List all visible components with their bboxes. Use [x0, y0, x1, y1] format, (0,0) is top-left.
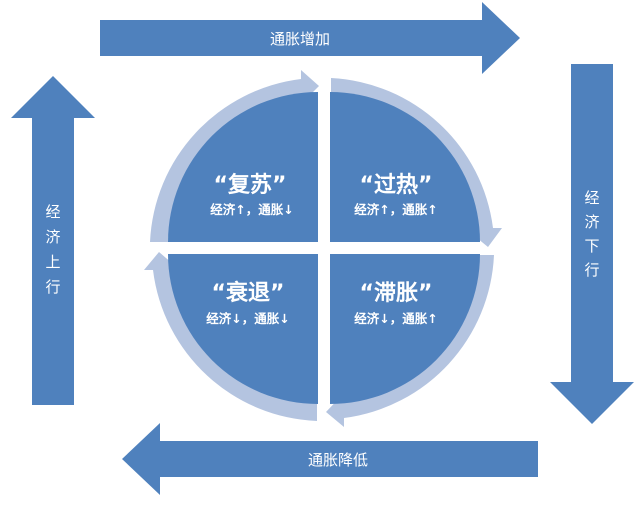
quadrant-stagflation-subtitle: 经济↓，通胀↑ — [354, 311, 437, 326]
quadrant-overheat-title: “过热” — [360, 172, 433, 198]
right-arrow-label-char-3: 下 — [584, 237, 599, 255]
quadrant-recovery-title: “复苏” — [214, 172, 287, 198]
quadrant-stagflation-title: “滞胀” — [360, 281, 433, 306]
left-arrow-label-char-1: 经 — [45, 203, 60, 221]
quadrant-overheat-subtitle: 经济↑，通胀↑ — [354, 202, 437, 217]
right-arrow-label-char-4: 行 — [584, 261, 599, 279]
bottom-arrow-shape — [122, 423, 538, 495]
ring-segment-bottom-left — [144, 252, 317, 421]
quadrant-recession — [168, 254, 318, 404]
right-arrow-label-char-1: 经 — [584, 189, 599, 207]
bottom-arrow-inflation-down: 通胀降低 — [122, 423, 538, 495]
quadrant-recession-title: “衰退” — [212, 280, 285, 306]
bottom-arrow-label: 通胀降低 — [308, 451, 368, 469]
left-arrow-shape — [11, 76, 95, 405]
quadrant-stagflation — [330, 254, 480, 404]
quadrant-overheat — [330, 92, 480, 242]
quadrant-recovery — [168, 92, 318, 242]
left-arrow-label-char-4: 行 — [45, 278, 60, 296]
top-arrow-label: 通胀增加 — [270, 30, 330, 48]
cycle-ring — [144, 70, 502, 427]
right-arrow-shape — [550, 64, 634, 424]
ring-segment-top-left — [150, 70, 319, 242]
right-arrow-economy-down: 经 济 下 行 — [550, 64, 634, 424]
quadrants — [168, 92, 480, 404]
left-arrow-economy-up: 经 济 上 行 — [11, 76, 95, 405]
left-arrow-label-char-2: 济 — [45, 228, 60, 246]
top-arrow-inflation-up: 通胀增加 — [100, 2, 520, 74]
top-arrow-shape — [100, 2, 520, 74]
quadrant-recession-subtitle: 经济↓，通胀↓ — [206, 311, 289, 326]
quadrant-recovery-subtitle: 经济↑，通胀↓ — [210, 202, 293, 217]
left-arrow-label-char-3: 上 — [45, 253, 60, 271]
quadrant-labels: “复苏” 经济↑，通胀↓ “过热” 经济↑，通胀↑ “衰退” 经济↓，通胀↓ “… — [206, 172, 437, 326]
right-arrow-label-char-2: 济 — [584, 213, 599, 231]
